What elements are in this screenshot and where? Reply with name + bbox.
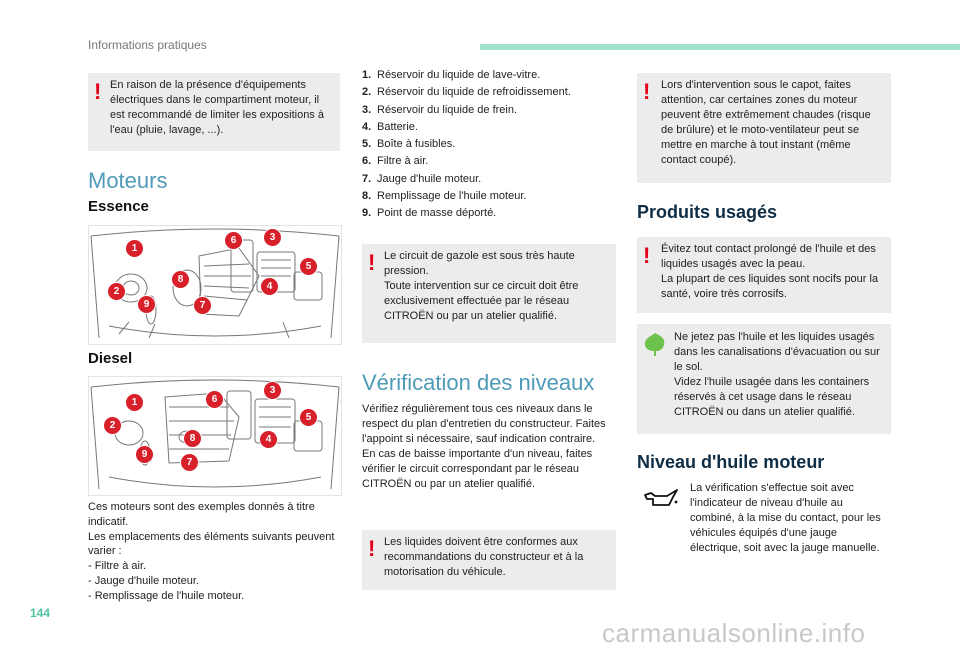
essence-title: Essence — [88, 198, 149, 215]
liquides-warning-box: ! Les liquides doivent être conformes au… — [362, 530, 616, 590]
callout-8: 8 — [171, 270, 190, 289]
callout-4: 4 — [260, 277, 279, 296]
watermark: carmanualsonline.info — [602, 618, 866, 648]
list-item: 6.Filtre à air. — [362, 155, 429, 168]
list-item: 9.Point de masse déporté. — [362, 207, 497, 220]
diesel-engine-diagram: 1 6 3 5 2 8 4 9 7 — [88, 376, 342, 496]
callout-2: 2 — [103, 416, 122, 435]
electrical-warning-box: ! En raison de la présence d'équipements… — [88, 73, 340, 151]
list-item: 5.Boîte à fusibles. — [362, 138, 456, 151]
callout-9: 9 — [137, 295, 156, 314]
contact-warning-text: Évitez tout contact prolongé de l'huile … — [661, 243, 879, 300]
engine-note-line: - Jauge d'huile moteur. — [88, 574, 199, 587]
essence-engine-diagram: 1 6 3 5 8 4 2 9 7 — [88, 225, 342, 345]
engine-illustration-icon — [90, 228, 340, 339]
section-label: Informations pratiques — [88, 38, 207, 52]
callout-9: 9 — [135, 445, 154, 464]
niveau-huile-text: La vérification s'effectue soit avec l'i… — [690, 482, 881, 554]
callout-5: 5 — [299, 257, 318, 276]
engine-note-line: Les emplacements des éléments suivants p… — [88, 530, 335, 558]
list-item: 8.Remplissage de l'huile moteur. — [362, 190, 527, 203]
list-item: 4.Batterie. — [362, 120, 418, 133]
callout-4: 4 — [259, 430, 278, 449]
oil-can-icon — [644, 489, 678, 506]
produits-usages-title: Produits usagés — [637, 202, 778, 222]
list-item: 1.Réservoir du liquide de lave-vitre. — [362, 69, 541, 81]
capot-warning-text: Lors d'intervention sous le capot, faite… — [661, 79, 871, 166]
contact-warning-box: ! Évitez tout contact prolongé de l'huil… — [637, 237, 891, 313]
header-rule — [480, 44, 960, 50]
niveau-huile-title: Niveau d'huile moteur — [637, 452, 825, 472]
warning-icon: ! — [94, 79, 102, 104]
callout-5: 5 — [299, 408, 318, 427]
warning-icon: ! — [368, 536, 376, 561]
engine-note-line: - Filtre à air. — [88, 560, 147, 573]
page-number: 144 — [30, 606, 51, 620]
warning-icon: ! — [368, 250, 376, 275]
list-item: 7.Jauge d'huile moteur. — [362, 172, 482, 185]
electrical-warning-text: En raison de la présence d'équipements é… — [110, 79, 324, 136]
warning-icon: ! — [643, 243, 651, 268]
callout-8: 8 — [183, 429, 202, 448]
list-item: 3.Réservoir du liquide de frein. — [362, 103, 518, 116]
verification-title: Vérification des niveaux — [362, 370, 595, 395]
diesel-title: Diesel — [88, 350, 133, 367]
callout-1: 1 — [125, 393, 144, 412]
callout-2: 2 — [107, 282, 126, 301]
warning-icon: ! — [643, 79, 651, 104]
engine-note-line: Ces moteurs sont des exemples donnés à t… — [88, 501, 315, 528]
verification-text: Vérifiez régulièrement tous ces niveaux … — [362, 403, 606, 490]
liquides-warning-text: Les liquides doivent être conformes aux … — [384, 536, 584, 578]
capot-warning-box: ! Lors d'intervention sous le capot, fai… — [637, 73, 891, 183]
callout-3: 3 — [263, 381, 282, 400]
callout-3: 3 — [263, 228, 282, 247]
callout-6: 6 — [205, 390, 224, 409]
eco-info-box: Ne jetez pas l'huile et les liquides usa… — [637, 324, 891, 434]
engine-note: Ces moteurs sont des exemples donnés à t… — [88, 500, 346, 604]
callout-1: 1 — [125, 239, 144, 258]
component-list: 1.Réservoir du liquide de lave-vitre. 2.… — [362, 67, 612, 223]
gazole-warning-text: Le circuit de gazole est sous très haute… — [384, 250, 579, 322]
eco-info-text: Ne jetez pas l'huile et les liquides usa… — [674, 331, 880, 418]
engine-note-line: - Remplissage de l'huile moteur. — [88, 589, 245, 602]
leaf-icon — [644, 333, 665, 356]
callout-6: 6 — [224, 231, 243, 250]
callout-7: 7 — [193, 296, 212, 315]
list-item: 2.Réservoir du liquide de refroidissemen… — [362, 86, 571, 99]
moteurs-title: Moteurs — [88, 168, 168, 193]
gazole-warning-box: ! Le circuit de gazole est sous très hau… — [362, 244, 616, 343]
callout-7: 7 — [180, 453, 199, 472]
